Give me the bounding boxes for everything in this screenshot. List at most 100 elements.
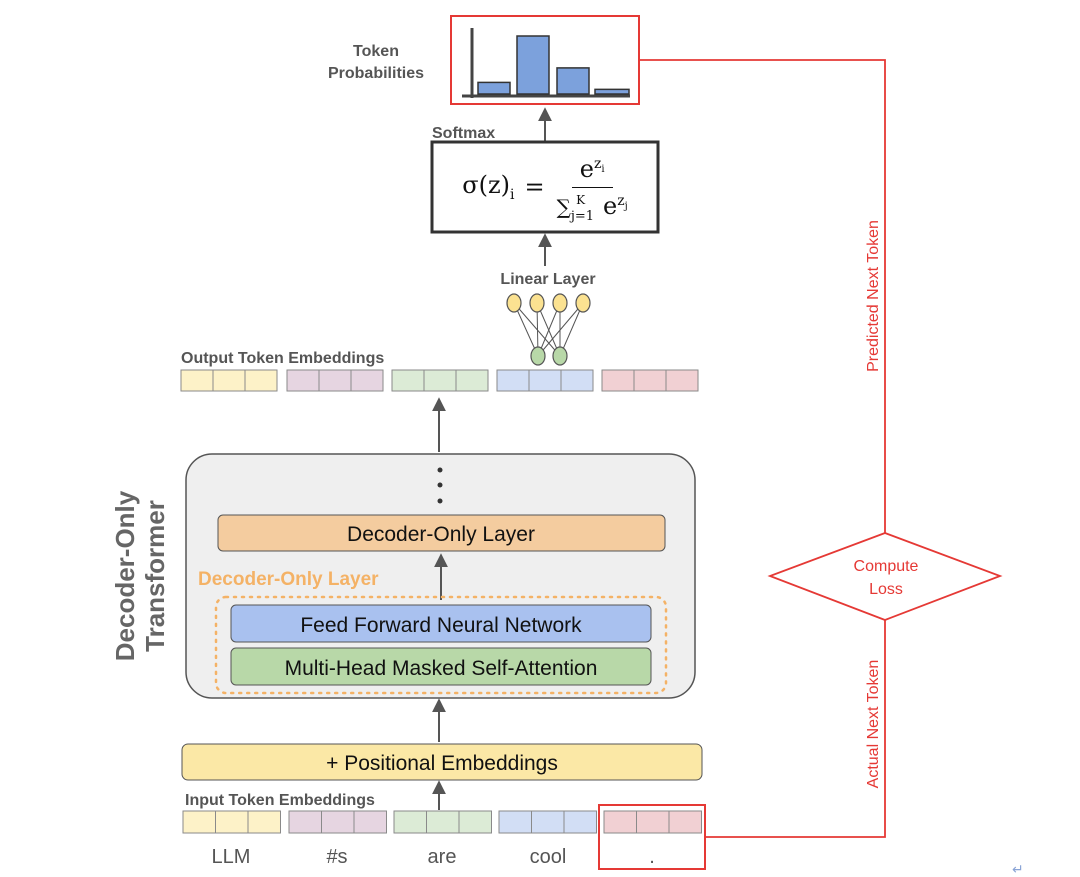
embedding-cell [212,369,246,392]
embedding-cell [247,810,281,834]
embedding-cell [353,810,387,834]
token-words: LLM #s are cool . [212,846,655,868]
linear-output-node [575,293,591,313]
masked-attention-label: Multi-Head Masked Self-Attention [285,657,598,680]
ellipsis-dot [437,482,443,488]
ellipsis-dot [437,498,443,504]
token-word: cool [530,846,567,868]
linear-layer-label: Linear Layer [500,271,595,288]
embedding-cell [560,369,594,392]
softmax-label: Softmax [432,125,495,142]
embedding-cell [601,369,635,392]
embedding-cell [636,810,670,834]
input-token-embeddings [182,810,702,834]
predicted-token-connector [639,59,886,533]
linear-layer-network [513,302,584,357]
embedding-cell [528,369,562,392]
token-word: . [649,846,655,868]
embedding-cell [531,810,565,834]
embedding-cell [393,810,427,834]
masked-attention-block [230,647,652,686]
decoder-only-transformer-title: Decoder-Only Transformer [110,490,170,661]
embedding-cell [423,369,457,392]
formula-numerator: ezi [571,155,613,188]
embedding-cell [391,369,425,392]
embedding-cell [633,369,667,392]
token-probabilities-label-line1: Token [353,43,399,60]
token-embedding-purple [288,810,387,834]
linear-input-node [552,346,568,366]
token-embedding-green [391,369,489,392]
actual-next-token-label-group: Actual Next Token [865,660,882,789]
linear-output-node [506,293,522,313]
formula-lhs: σ(z)i [462,171,515,203]
probability-bar [556,67,590,95]
output-token-embeddings [180,369,699,392]
feed-forward-label: Feed Forward Neural Network [300,614,582,637]
token-embedding-purple [286,369,384,392]
token-word: LLM [212,846,251,868]
positional-embeddings-label: + Positional Embeddings [326,752,558,775]
token-embedding-yellow [180,369,278,392]
token-embedding-blue [496,369,594,392]
compute-loss-diamond [767,532,1003,621]
positional-embeddings-block [181,743,703,781]
probability-bar [516,35,550,95]
actual-next-token-label: Actual Next Token [865,660,882,789]
formula-equals: = [524,173,545,201]
decoder-only-layer-block [217,514,666,552]
probability-bar [594,88,630,95]
linear-input-node [530,346,546,366]
predicted-next-token-label-group: Predicted Next Token [865,220,882,372]
ellipsis-dot [437,467,443,473]
input-token-embeddings-label: Input Token Embeddings [185,792,375,809]
token-embedding-blue [498,810,597,834]
linear-output-node [529,293,545,313]
embedding-cell [350,369,384,392]
embedding-cell [498,810,532,834]
return-glyph: ↵ [1012,862,1024,877]
embedding-cell [244,369,278,392]
embedding-cell [215,810,249,834]
embedding-cell [665,369,699,392]
token-embedding-yellow [182,810,281,834]
embedding-cell [318,369,352,392]
token-probabilities-label-line2: Probabilities [328,65,424,82]
token-word: are [428,846,457,868]
decoder-only-layer-caption: Decoder-Only Layer [198,569,379,590]
token-embedding-green [393,810,492,834]
probability-bar-chart [462,28,630,98]
embedding-cell [426,810,460,834]
token-embedding-red [603,810,702,834]
embedding-cell [180,369,214,392]
predicted-next-token-label: Predicted Next Token [865,220,882,372]
embedding-cell [458,810,492,834]
embedding-cell [288,810,322,834]
embedding-cell [455,369,489,392]
probability-bar [477,81,511,95]
embedding-cell [321,810,355,834]
transformer-title-line2: Transformer [140,500,170,652]
token-word: #s [326,846,347,868]
decoder-only-layer-block-label: Decoder-Only Layer [347,523,535,546]
decoder-only-layer-dotted-outline [214,595,668,695]
output-token-embeddings-label: Output Token Embeddings [181,350,384,367]
embedding-cell [563,810,597,834]
embedding-cell [286,369,320,392]
transformer-title-line1: Decoder-Only [110,490,140,661]
feed-forward-block [230,604,652,643]
compute-loss-label-line1: Compute [854,558,919,575]
embedding-cell [496,369,530,392]
token-embedding-red [601,369,699,392]
softmax-box [430,140,660,234]
embedding-cell [668,810,702,834]
linear-output-node [552,293,568,313]
embedding-cell [603,810,637,834]
actual-token-connector [705,620,886,838]
compute-loss-label-line2: Loss [869,581,903,598]
embedding-cell [182,810,216,834]
